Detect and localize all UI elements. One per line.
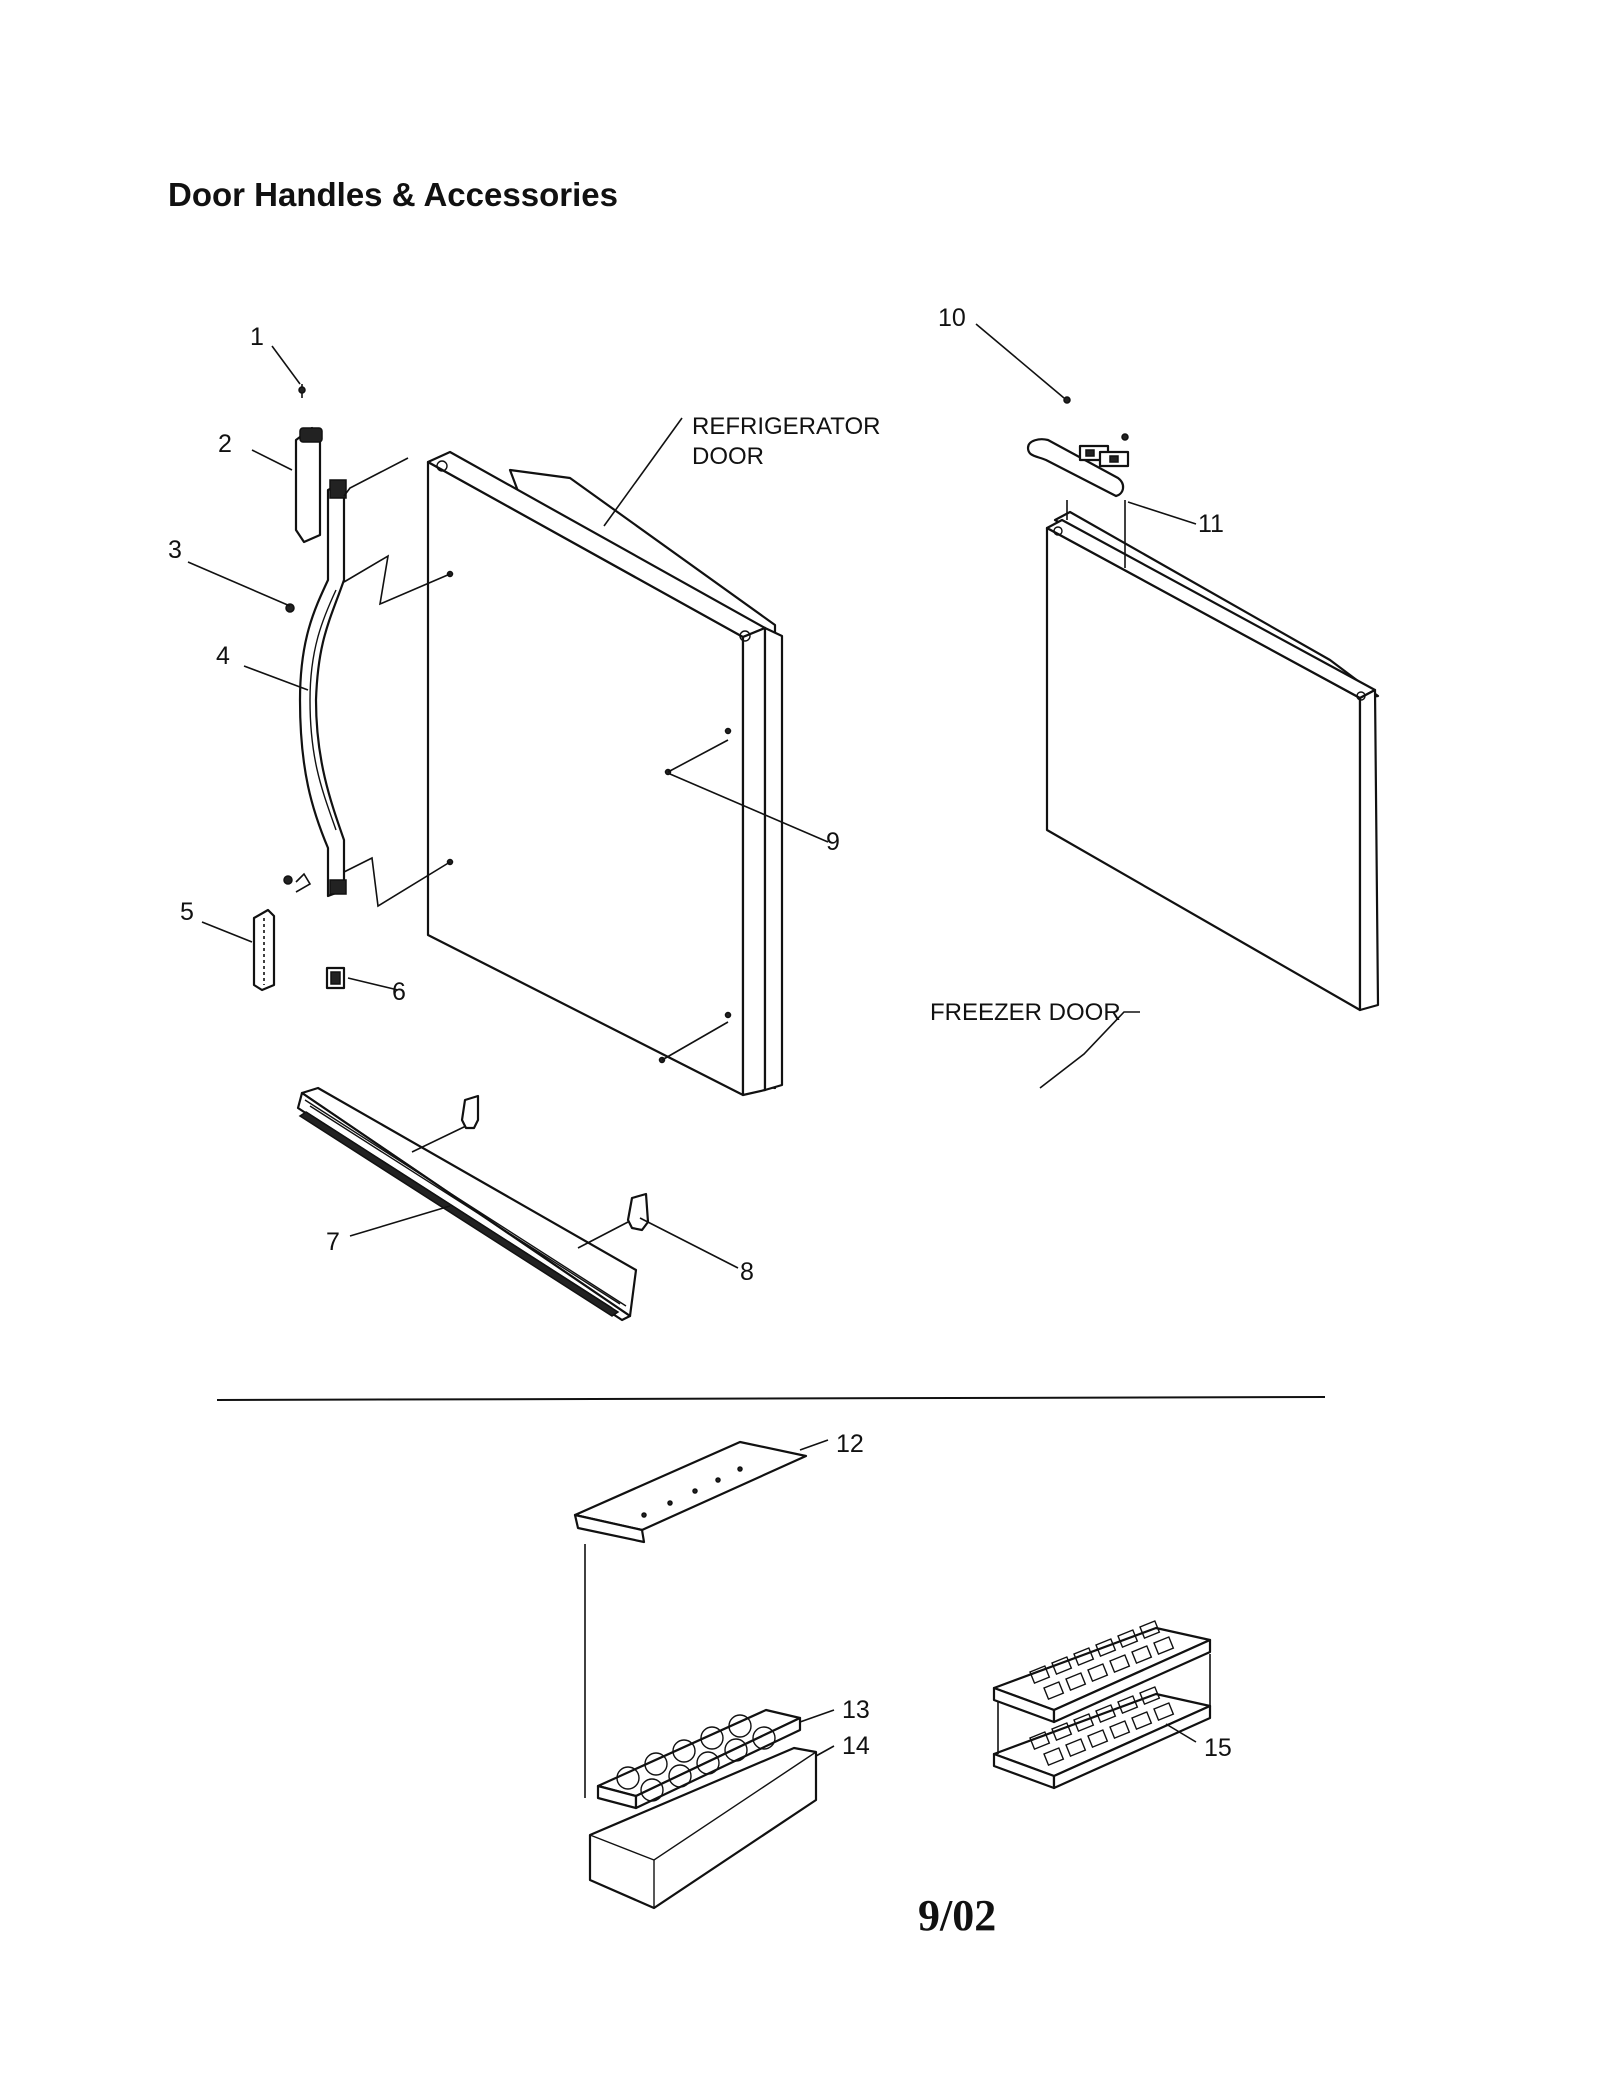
page-title: Door Handles & Accessories <box>168 176 618 213</box>
egg-bin <box>588 1746 818 1910</box>
kick-plate <box>296 1086 638 1322</box>
caption-freezer-door: FREEZER DOOR <box>930 999 1121 1026</box>
revision-date: 9/02 <box>918 1891 997 1940</box>
callout-10: 10 <box>938 304 966 332</box>
freezer-handle <box>1026 438 1130 498</box>
egg-tray <box>596 1708 802 1810</box>
refrigerator-door <box>426 450 784 1097</box>
freezer-screw <box>1063 396 1129 441</box>
screw-small <box>283 603 295 885</box>
callout-2: 2 <box>218 430 232 458</box>
callout-14: 14 <box>842 1732 870 1760</box>
kick-plate-clip-2 <box>626 1192 650 1232</box>
callout-4: 4 <box>216 642 230 670</box>
callout-3: 3 <box>168 536 182 564</box>
section-divider <box>216 1396 1326 1401</box>
door-handle <box>298 479 347 898</box>
callout-12: 12 <box>836 1430 864 1458</box>
handle-cap-bottom <box>252 908 276 992</box>
door-shelf <box>573 1440 808 1544</box>
callout-7: 7 <box>326 1228 340 1256</box>
handle-cap-top <box>294 426 323 544</box>
caption-refrigerator-door-line2: DOOR <box>692 443 764 470</box>
leader-lines <box>187 323 1197 1757</box>
callout-8: 8 <box>740 1258 754 1286</box>
kick-plate-clip-1 <box>460 1094 480 1130</box>
callout-6: 6 <box>392 978 406 1006</box>
callout-15: 15 <box>1204 1734 1232 1762</box>
handle-clip <box>325 966 346 990</box>
callout-1: 1 <box>250 323 264 351</box>
ice-tray-top <box>992 1620 1212 1724</box>
callout-13: 13 <box>842 1696 870 1724</box>
callout-11: 11 <box>1198 510 1224 538</box>
screw-top <box>298 384 306 398</box>
callout-5: 5 <box>180 898 194 926</box>
freezer-door <box>1045 510 1380 1012</box>
callout-9: 9 <box>826 828 840 856</box>
caption-refrigerator-door-line1: REFRIGERATOR <box>692 413 880 440</box>
